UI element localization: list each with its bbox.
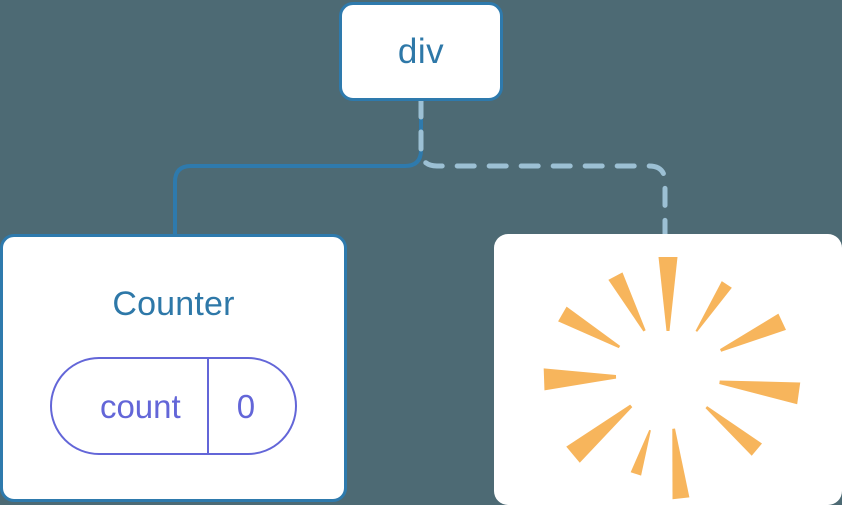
sparkle-ray-10 [672, 428, 690, 500]
state-pill-count[interactable]: count 0 [49, 357, 298, 455]
state-pill-value: 0 [206, 359, 295, 453]
sparkle-ray-4 [719, 313, 786, 352]
node-sparkle[interactable] [494, 234, 842, 505]
sparkle-ray-3 [608, 272, 646, 332]
sparkle-ray-6 [719, 380, 801, 405]
sparkle-ray-5 [558, 306, 621, 349]
node-div-label: div [397, 32, 445, 71]
node-counter-title: Counter [112, 285, 235, 323]
sparkle-ray-8 [705, 406, 762, 456]
state-pill-key: count [99, 387, 181, 425]
sparkle-ray-1 [658, 257, 678, 331]
sparkle-ray-7 [543, 368, 617, 391]
node-div[interactable]: div [339, 2, 503, 101]
sparkle-burst-icon [543, 257, 801, 500]
sparkle-ray-11 [630, 429, 651, 476]
edge-div-to-sparkle [418, 97, 668, 241]
sparkle-ray-9 [566, 404, 633, 463]
edge-div-to-counter [173, 98, 423, 238]
sparkle-ray-2 [695, 281, 732, 332]
node-counter[interactable]: Counter count 0 [0, 234, 347, 502]
